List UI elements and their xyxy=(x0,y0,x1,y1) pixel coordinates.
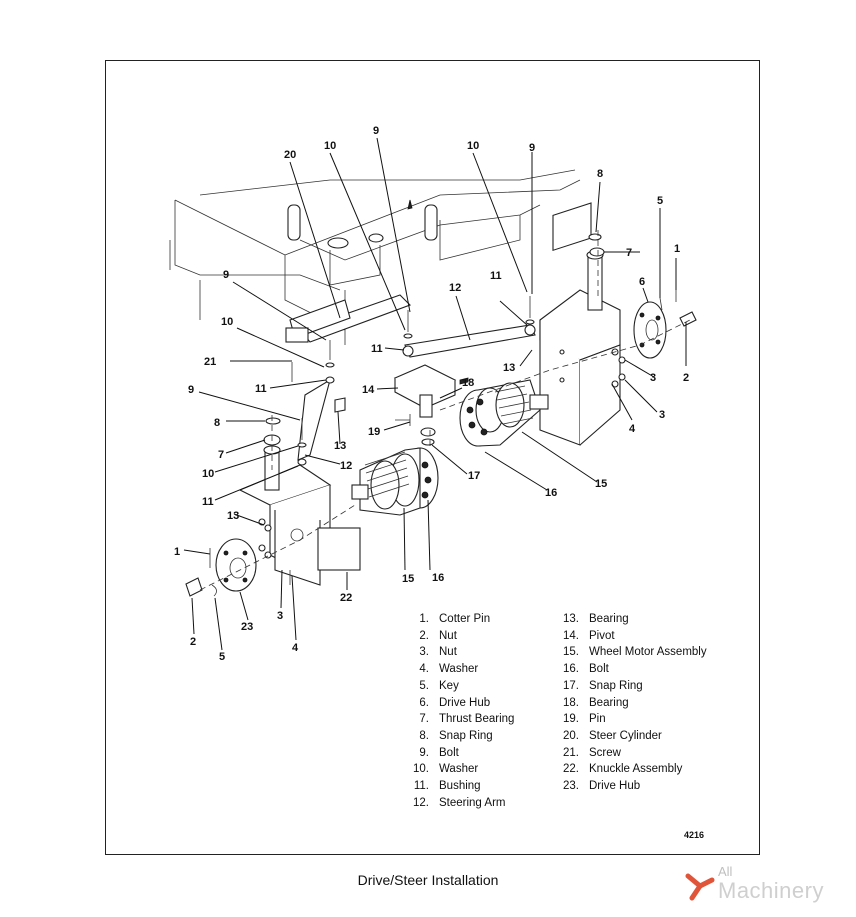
callout: 8 xyxy=(597,168,603,180)
watermark-line1: All xyxy=(718,864,733,879)
legend-item: 21.Screw xyxy=(563,746,621,759)
legend-item: 1.Cotter Pin xyxy=(419,613,491,625)
callout: 1 xyxy=(174,546,180,558)
callout: 10 xyxy=(221,316,233,328)
steering-arm xyxy=(297,324,536,461)
callout: 11 xyxy=(255,383,267,395)
legend-item: 20.Steer Cylinder xyxy=(563,729,662,742)
callout: 9 xyxy=(223,269,229,281)
callout: 9 xyxy=(529,142,535,154)
callout: 10 xyxy=(324,140,336,152)
callout: 5 xyxy=(657,195,663,207)
right-wheel-motor xyxy=(459,379,549,447)
legend-item: 8.Snap Ring xyxy=(419,729,493,742)
legend-item: 3.Nut xyxy=(419,646,457,659)
callout: 2 xyxy=(190,636,196,648)
callout: 4 xyxy=(292,642,299,654)
figure-frame xyxy=(105,60,760,855)
parts-legend-left: 1.Cotter Pin 2.Nut 3.Nut 4.Washer 5.Key … xyxy=(405,611,514,811)
legend-item: 19.Pin xyxy=(563,713,606,726)
callout: 6 xyxy=(639,276,645,288)
hardware xyxy=(209,199,677,597)
legend-item: 23.Drive Hub xyxy=(563,780,641,793)
callout: 21 xyxy=(204,356,216,368)
callout: 3 xyxy=(650,372,656,384)
legend-item: 15.Wheel Motor Assembly xyxy=(563,646,707,659)
callout: 13 xyxy=(503,362,515,374)
callout: 11 xyxy=(371,343,383,355)
callout: 19 xyxy=(368,426,380,438)
legend-item: 10.Washer xyxy=(413,763,479,776)
legend-item: 5.Key xyxy=(419,679,459,692)
legend-item: 9.Bolt xyxy=(419,746,459,759)
callout: 10 xyxy=(202,468,214,480)
callout: 13 xyxy=(227,510,239,522)
callout: 14 xyxy=(362,384,375,396)
callout: 23 xyxy=(241,621,253,633)
figure-caption: Drive/Steer Installation xyxy=(357,872,499,888)
legend-item: 22.Knuckle Assembly xyxy=(563,763,683,776)
legend-item: 11.Bushing xyxy=(413,780,481,793)
legend-item: 7.Thrust Bearing xyxy=(419,713,515,726)
leader-lines xyxy=(183,137,687,651)
watermark-line2: Machinery xyxy=(718,878,824,903)
parts-legend-right: 13.Bearing 14.Pivot 15.Wheel Motor Assem… xyxy=(555,611,707,795)
pivot xyxy=(393,364,457,446)
legend-item: 4.Washer xyxy=(419,663,479,676)
callout: 17 xyxy=(468,470,480,482)
legend-item: 14.Pivot xyxy=(563,629,615,642)
left-wheel-motor xyxy=(351,447,439,516)
right-drive-hub xyxy=(633,301,697,359)
callout: 8 xyxy=(214,417,220,429)
allmachinery-logo-icon xyxy=(685,873,715,901)
callout: 2 xyxy=(683,372,689,384)
left-knuckle xyxy=(238,445,361,586)
steer-cylinder xyxy=(285,294,411,343)
legend-item: 2.Nut xyxy=(419,629,457,642)
legend-item: 13.Bearing xyxy=(563,613,629,625)
callout: 7 xyxy=(218,449,224,461)
legend-item: 18.Bearing xyxy=(563,696,629,709)
right-knuckle xyxy=(539,202,621,446)
watermark: All Machinery xyxy=(684,862,849,908)
callout: 3 xyxy=(277,610,283,622)
callout: 7 xyxy=(626,247,632,259)
legend-item: 16.Bolt xyxy=(563,663,609,676)
callout: 10 xyxy=(467,140,479,152)
legend-item: 6.Drive Hub xyxy=(419,696,491,709)
callout-numbers: 20 10 9 10 9 8 5 7 1 6 2 3 3 4 12 11 11 … xyxy=(174,125,689,663)
callout: 1 xyxy=(674,243,680,255)
callout: 15 xyxy=(595,478,607,490)
callout: 12 xyxy=(449,282,461,294)
callout: 9 xyxy=(188,384,194,396)
callout: 22 xyxy=(340,592,352,604)
callout: 9 xyxy=(373,125,379,137)
figure-number: 4216 xyxy=(684,830,705,840)
callout: 3 xyxy=(659,409,665,421)
callout: 20 xyxy=(284,149,296,161)
callout: 16 xyxy=(545,487,557,499)
left-drive-hub xyxy=(185,538,257,597)
legend-item: 12.Steering Arm xyxy=(413,796,506,809)
callout: 12 xyxy=(340,460,352,472)
callout: 15 xyxy=(402,573,414,585)
callout: 11 xyxy=(202,496,214,508)
callout: 4 xyxy=(629,423,636,435)
callout: 5 xyxy=(219,651,225,663)
callout: 16 xyxy=(432,572,444,584)
legend-item: 17.Snap Ring xyxy=(563,679,643,692)
callout: 18 xyxy=(462,377,474,389)
callout: 13 xyxy=(334,440,346,452)
assembly-axes xyxy=(199,230,691,591)
callout: 11 xyxy=(490,270,502,282)
